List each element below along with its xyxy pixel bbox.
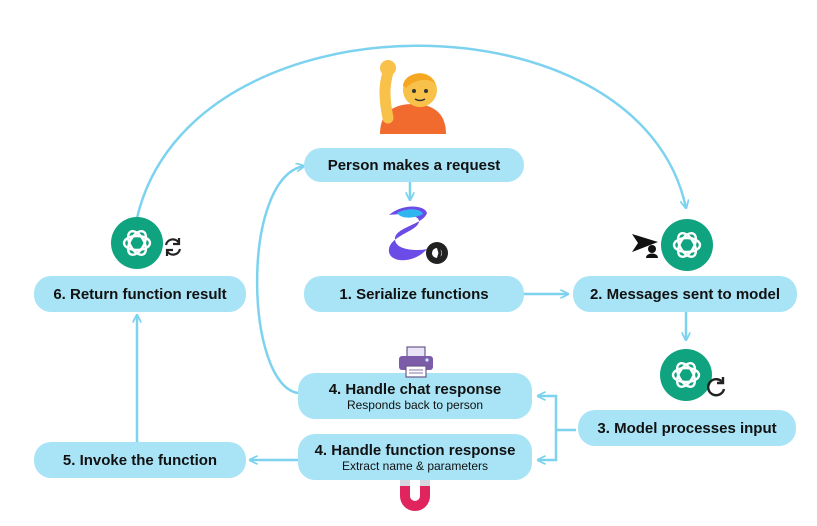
semantic-kernel-logo-icon	[388, 206, 448, 264]
printer-icon	[399, 346, 433, 378]
model-label: 3. Model processes input	[597, 419, 777, 437]
chat-response-label: 4. Handle chat response	[328, 380, 502, 398]
refresh-icon	[164, 238, 182, 256]
arrow-result-to-messages	[135, 44, 686, 219]
magnet-icon	[400, 480, 430, 511]
result-label: 6. Return function result	[53, 285, 227, 303]
function-response-node: 4. Handle function response Extract name…	[298, 434, 532, 480]
function-response-sublabel: Extract name & parameters	[341, 458, 489, 473]
invoke-node: 5. Invoke the function	[34, 442, 246, 478]
arrow-chat-to-person	[255, 166, 304, 395]
person-request-node: Person makes a request	[304, 148, 524, 182]
chat-response-sublabel: Responds back to person	[346, 397, 484, 412]
result-node: 6. Return function result	[34, 276, 246, 312]
invoke-label: 5. Invoke the function	[62, 451, 218, 469]
arrow-branch-to-chat	[538, 396, 558, 430]
person-request-label: Person makes a request	[327, 156, 501, 174]
refresh-icon	[707, 377, 726, 397]
model-node: 3. Model processes input	[578, 410, 796, 446]
function-response-label: 4. Handle function response	[314, 441, 516, 459]
chat-response-node: 4. Handle chat response Responds back to…	[298, 373, 532, 419]
person-raising-hand-icon	[379, 60, 446, 134]
messages-node: 2. Messages sent to model	[573, 276, 797, 312]
serialize-label: 1. Serialize functions	[339, 285, 489, 303]
serialize-node: 1. Serialize functions	[304, 276, 524, 312]
openai-logo-icon	[661, 219, 713, 271]
arrow-branch-to-function	[538, 430, 558, 460]
messages-label: 2. Messages sent to model	[589, 285, 781, 303]
openai-logo-icon	[660, 349, 712, 401]
openai-logo-icon	[111, 217, 163, 269]
send-icon	[632, 234, 658, 258]
